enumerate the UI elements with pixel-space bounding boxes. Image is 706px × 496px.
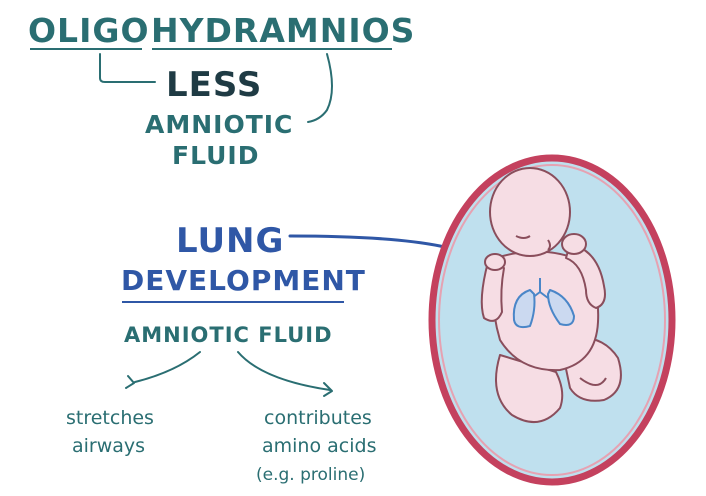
fetal-lungs — [512, 278, 575, 329]
fetus-eye — [515, 235, 531, 239]
left-lung — [512, 289, 536, 329]
development-label: DEVELOPMENT — [121, 264, 366, 297]
lung-label: LUNG — [176, 221, 284, 261]
fetus-arm-right — [565, 243, 606, 309]
amniotic-fluid-heading: AMNIOTIC FLUID — [124, 323, 333, 347]
term-prefix: OLIGO — [28, 11, 150, 50]
effect2-line2: amino acids — [262, 435, 376, 457]
prefix-meaning: LESS — [166, 65, 262, 105]
fetus-hand-right — [561, 233, 587, 255]
fetus-head — [489, 167, 571, 257]
effect2-note: (e.g. proline) — [256, 465, 365, 485]
arrow-head-contributes — [323, 382, 333, 397]
term-root: HYDRAMNIOS — [151, 11, 415, 50]
fetus-arm-left — [480, 261, 505, 322]
term-breakdown: OLIGO HYDRAMNIOS LESS AMNIOTIC FLUID — [28, 11, 415, 170]
amniotic-fluid-section: AMNIOTIC FLUID stretches airways contrib… — [66, 323, 376, 485]
effect2-line1: contributes — [264, 407, 372, 429]
arrow-to-contributes — [237, 351, 331, 391]
fetus-mouth — [547, 239, 551, 251]
right-lung — [547, 289, 575, 326]
uterus-inner-line — [438, 164, 666, 476]
uterus-illustration — [428, 154, 676, 486]
effect1-line2: airways — [72, 435, 145, 457]
fetus-leg-left — [495, 354, 564, 423]
arrow-head-stretches — [125, 375, 135, 389]
fetus-foot — [579, 377, 607, 386]
fetus — [480, 167, 622, 423]
arrow-to-stretches — [134, 351, 201, 383]
effect1-line1: stretches — [66, 407, 154, 429]
root-connector — [307, 53, 333, 123]
root-meaning-line2: FLUID — [172, 141, 259, 170]
fetus-hand-left — [484, 253, 506, 271]
prefix-connector — [99, 53, 156, 83]
root-meaning-line1: AMNIOTIC — [145, 110, 293, 139]
